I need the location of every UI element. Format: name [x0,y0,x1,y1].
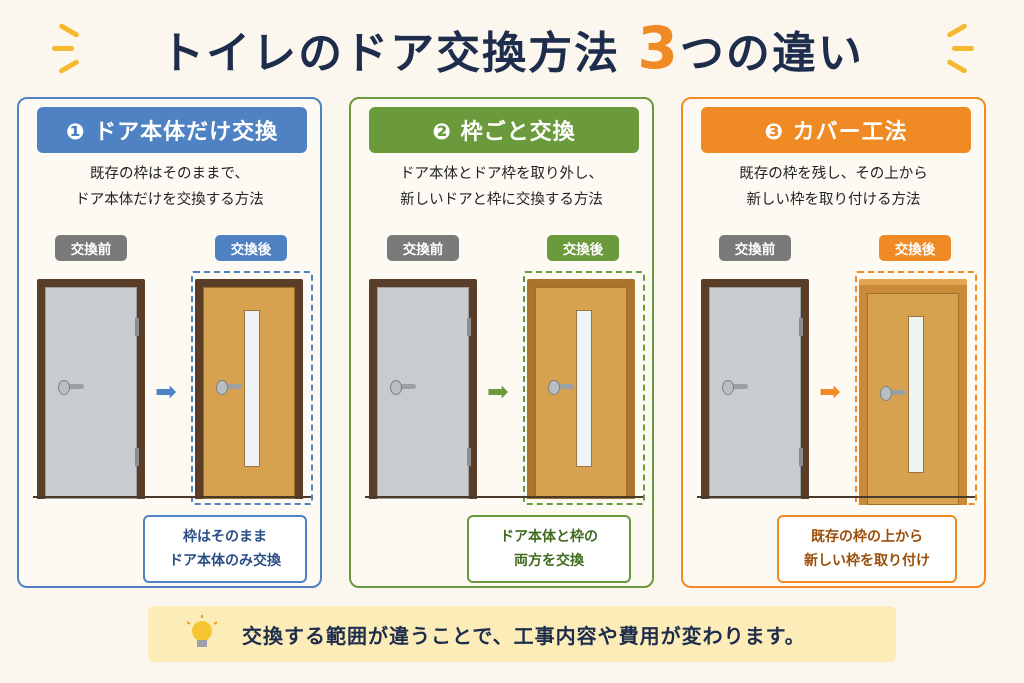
callout-line: 新しい枠を取り付け [804,553,930,569]
before-tag: 交換前 [387,235,459,261]
door-before [369,279,477,499]
callout-line: ドア本体のみ交換 [169,553,281,569]
panel-heading: ❷ 枠ごと交換 [369,107,639,153]
door-after [195,279,303,499]
desc-line: 新しい枠を取り付ける方法 [746,192,921,208]
door-before [701,279,809,499]
panel-heading: ❸ カバー工法 [701,107,971,153]
tip-banner: 交換する範囲が違うことで、工事内容や費用が変わります。 [148,606,896,662]
handle-icon [390,380,416,395]
right-arrow-icon: ➡ [487,377,509,407]
desc-line: 新しいドアと枠に交換する方法 [400,192,603,208]
handle-icon [880,386,906,401]
callout-line: ドア本体と枠の [500,529,598,545]
desc-line: ドア本体とドア枠を取り外し、 [400,166,603,182]
handle-icon [548,380,574,395]
callout-bubble: 既存の枠の上から 新しい枠を取り付け [777,515,957,583]
callout-bubble: 枠はそのまま ドア本体のみ交換 [143,515,307,583]
title-main: トイレのドア交換方法 [160,28,621,79]
door-before [37,279,145,499]
highlight-frame [191,271,313,505]
panel-description: 既存の枠はそのままで、 ドア本体だけを交換する方法 [19,161,320,213]
callout-line: 枠はそのまま [183,529,267,545]
right-arrow-icon: ➡ [155,377,177,407]
glass-panel [576,310,592,467]
panel-frame-replace: ❷ 枠ごと交換 ドア本体とドア枠を取り外し、 新しいドアと枠に交換する方法 交換… [349,97,654,588]
tip-text: 交換する範囲が違うことで、工事内容や費用が変わります。 [242,623,806,648]
floor-line [697,496,975,498]
handle-icon [216,380,242,395]
handle-icon [722,380,748,395]
desc-line: ドア本体だけを交換する方法 [75,192,264,208]
floor-line [365,496,643,498]
page-title: トイレのドア交換方法 3つの違い [0,14,1024,82]
after-tag: 交換後 [215,235,287,261]
after-tag: 交換後 [547,235,619,261]
panel-cover-method: ❸ カバー工法 既存の枠を残し、その上から 新しい枠を取り付ける方法 交換前 交… [681,97,986,588]
floor-line [33,496,311,498]
door-after [527,279,635,499]
callout-line: 両方を交換 [514,553,584,569]
highlight-frame [523,271,645,505]
after-tag: 交換後 [879,235,951,261]
before-tag: 交換前 [55,235,127,261]
desc-line: 既存の枠を残し、その上から [739,166,928,182]
desc-line: 既存の枠はそのままで、 [90,166,249,182]
title-number: 3 [637,14,680,82]
panel-heading: ❶ ドア本体だけ交換 [37,107,307,153]
callout-line: 既存の枠の上から [811,529,923,545]
handle-icon [58,380,84,395]
before-tag: 交換前 [719,235,791,261]
glass-panel [244,310,260,467]
panel-description: ドア本体とドア枠を取り外し、 新しいドアと枠に交換する方法 [351,161,652,213]
right-arrow-icon: ➡ [819,377,841,407]
callout-bubble: ドア本体と枠の 両方を交換 [467,515,631,583]
panel-description: 既存の枠を残し、その上から 新しい枠を取り付ける方法 [683,161,984,213]
title-suffix: つの違い [679,28,864,79]
door-after [859,279,967,505]
light-bulb-icon [186,615,218,647]
glass-panel [908,316,924,473]
panel-door-only: ❶ ドア本体だけ交換 既存の枠はそのままで、 ドア本体だけを交換する方法 交換前… [17,97,322,588]
